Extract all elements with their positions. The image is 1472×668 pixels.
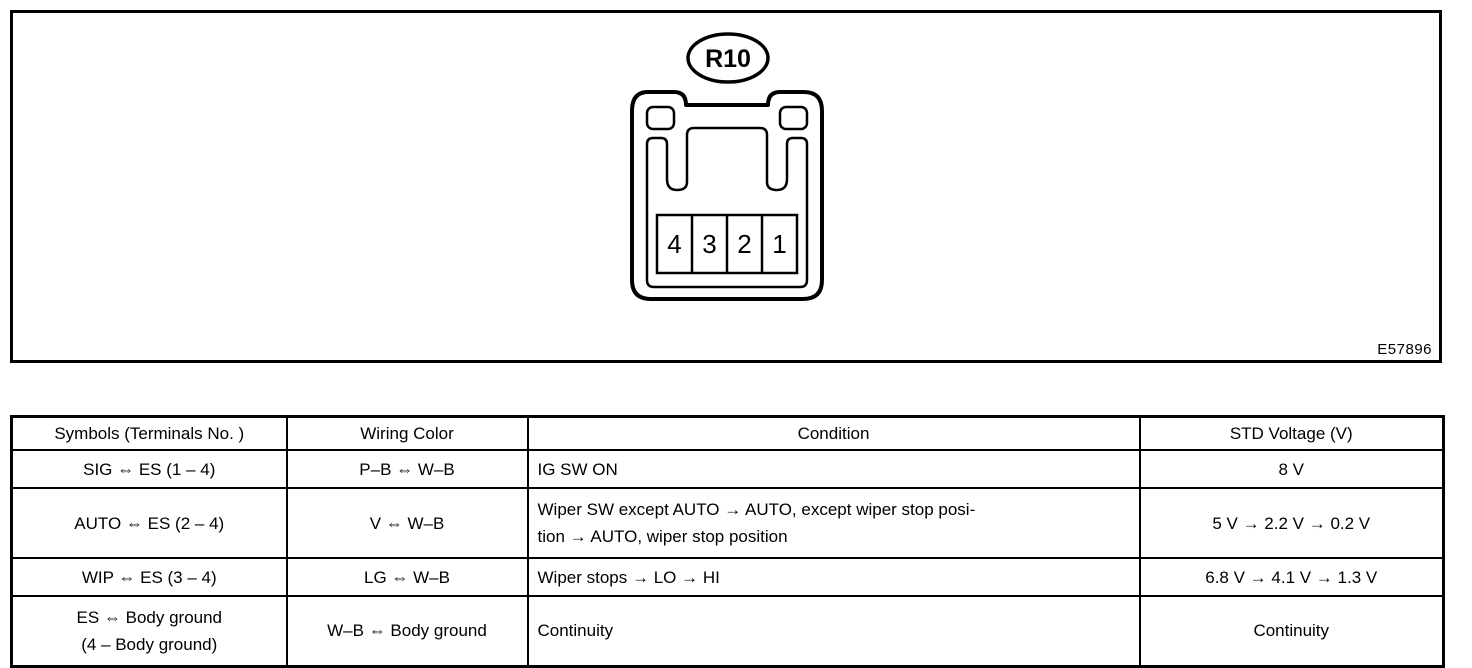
table-header-row: Symbols (Terminals No. ) Wiring Color Co…: [10, 415, 1445, 452]
connector-latch-hole-left: [645, 105, 676, 131]
pin-number-3: 3: [702, 229, 716, 259]
cell-wiring-color: V ⇔ W–B: [285, 487, 529, 560]
header-wiring-color: Wiring Color: [285, 415, 529, 452]
terminal-spec-table: Symbols (Terminals No. ) Wiring Color Co…: [10, 415, 1445, 668]
cell-std-voltage: 6.8 V → 4.1 V → 1.3 V: [1138, 557, 1445, 598]
cell-std-voltage: 5 V → 2.2 V → 0.2 V: [1138, 487, 1445, 560]
pin-cell-grid: 4 3 2 1: [655, 213, 799, 275]
connector-body-outline: [630, 90, 824, 301]
header-std-voltage: STD Voltage (V): [1138, 415, 1445, 452]
cell-symbols: AUTO ⇔ ES (2 – 4): [10, 487, 288, 560]
pin-number-1: 1: [772, 229, 786, 259]
connector-latch-hole-right: [778, 105, 809, 131]
cell-wiring-color: W–B ⇔ Body ground: [285, 595, 529, 668]
cell-symbols: ES ⇔ Body ground (4 – Body ground): [10, 595, 288, 668]
figure-code: E57896: [1377, 341, 1432, 358]
connector-label: R10: [705, 45, 751, 73]
cell-std-voltage: Continuity: [1138, 595, 1445, 668]
table-row: SIG ⇔ ES (1 – 4) P–B ⇔ W–B IG SW ON 8 V: [10, 449, 1445, 490]
table-row: AUTO ⇔ ES (2 – 4) V ⇔ W–B Wiper SW excep…: [10, 487, 1445, 560]
connector-figure-box: R10 4 3 2 1 E57896: [10, 10, 1442, 363]
pin-number-2: 2: [737, 229, 751, 259]
cell-wiring-color: P–B ⇔ W–B: [285, 449, 529, 490]
connector-diagram: R10 4 3 2 1: [630, 32, 824, 301]
table-row: WIP ⇔ ES (3 – 4) LG ⇔ W–B Wiper stops → …: [10, 557, 1445, 598]
cell-symbols: WIP ⇔ ES (3 – 4): [10, 557, 288, 598]
cell-wiring-color: LG ⇔ W–B: [285, 557, 529, 598]
cell-condition: Wiper SW except AUTO → AUTO, except wipe…: [526, 487, 1141, 560]
cell-std-voltage: 8 V: [1138, 449, 1445, 490]
header-symbols: Symbols (Terminals No. ): [10, 415, 288, 452]
connector-callout-ellipse: [686, 32, 770, 84]
cell-condition: Wiper stops → LO → HI: [526, 557, 1141, 598]
connector-inner-outline: [645, 126, 809, 289]
cell-condition: IG SW ON: [526, 449, 1141, 490]
cell-symbols: SIG ⇔ ES (1 – 4): [10, 449, 288, 490]
header-condition: Condition: [526, 415, 1141, 452]
table-row: ES ⇔ Body ground (4 – Body ground) W–B ⇔…: [10, 595, 1445, 668]
pin-number-4: 4: [667, 229, 681, 259]
cell-condition: Continuity: [526, 595, 1141, 668]
